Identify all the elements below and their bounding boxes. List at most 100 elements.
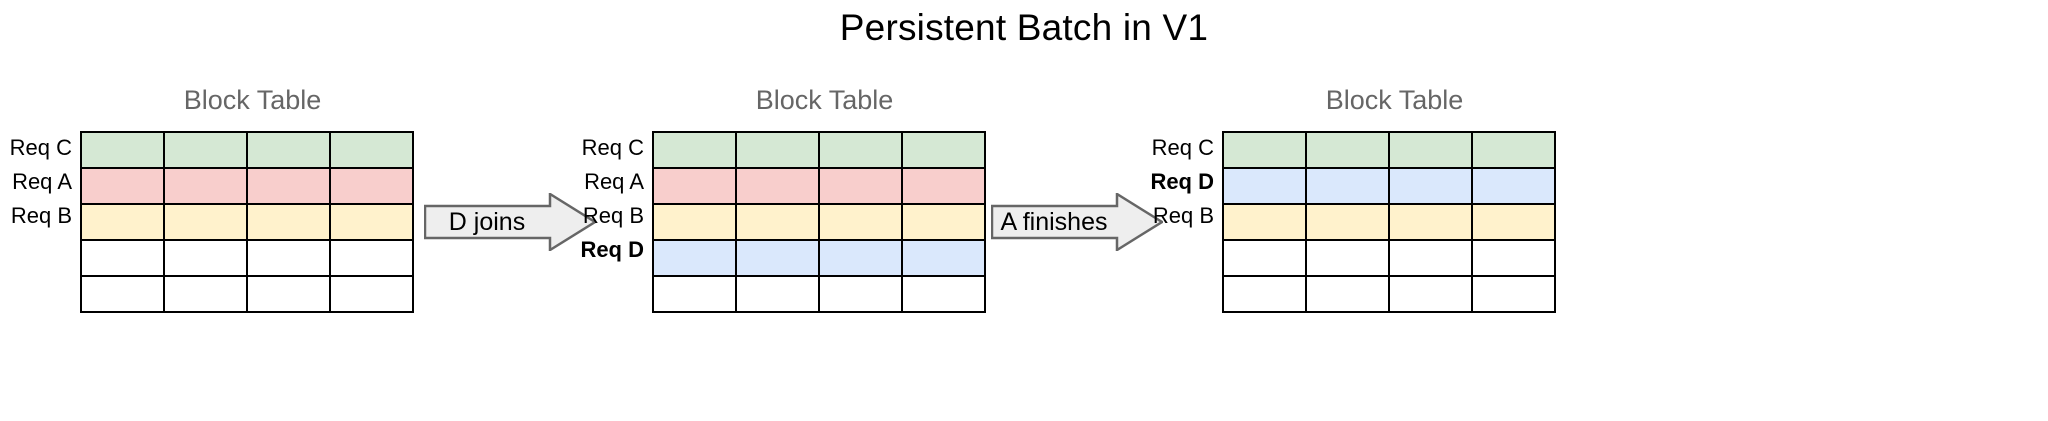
block-cell: [901, 131, 986, 169]
block-cell: [163, 239, 248, 277]
row-label-column: Req C Req A Req B Req D: [572, 131, 652, 301]
block-cell: [163, 167, 248, 205]
row-label: Req D: [1150, 169, 1214, 194]
block-cell: [163, 203, 248, 241]
row-label: Req B: [582, 203, 644, 228]
row-label: Req B: [1152, 203, 1214, 228]
block-cell: [246, 275, 331, 313]
block-cell: [735, 167, 820, 205]
row-label-column: Req C Req D Req B: [1142, 131, 1222, 301]
row-label: Req C: [1151, 135, 1214, 160]
block-cell: [1222, 239, 1307, 277]
block-cell: [80, 239, 165, 277]
block-cell: [735, 131, 820, 169]
block-cell: [1305, 167, 1390, 205]
table-row: [1222, 239, 1556, 277]
transition-arrow-2: A finishes: [991, 193, 1163, 251]
block-cell: [1305, 131, 1390, 169]
block-cell: [1388, 131, 1473, 169]
block-table-grid: [80, 131, 414, 313]
block-cell: [1305, 275, 1390, 313]
block-cell: [901, 203, 986, 241]
block-cell: [818, 239, 903, 277]
block-cell: [1222, 203, 1307, 241]
block-cell: [735, 203, 820, 241]
block-cell: [1471, 167, 1556, 205]
block-cell: [901, 239, 986, 277]
panel-heading: Block Table: [755, 85, 894, 115]
block-cell: [1388, 203, 1473, 241]
block-cell: [163, 275, 248, 313]
block-cell: [818, 203, 903, 241]
table-row: [80, 167, 414, 205]
table-row: [1222, 131, 1556, 169]
block-cell: [1222, 275, 1307, 313]
block-cell: [329, 239, 414, 277]
block-cell: [246, 239, 331, 277]
block-cell: [1222, 131, 1307, 169]
table-row: [652, 239, 986, 277]
block-cell: [652, 275, 737, 313]
row-label: Req A: [584, 169, 644, 194]
row-label: Req C: [581, 135, 644, 160]
block-cell: [1222, 167, 1307, 205]
block-cell: [652, 167, 737, 205]
block-cell: [735, 239, 820, 277]
block-cell: [1305, 239, 1390, 277]
table-row: [652, 167, 986, 205]
right-arrow-icon: [424, 193, 596, 251]
right-arrow-icon: [991, 193, 1163, 251]
block-cell: [901, 275, 986, 313]
block-cell: [80, 275, 165, 313]
block-cell: [818, 275, 903, 313]
table-row: [652, 131, 986, 169]
table-row: [80, 203, 414, 241]
block-cell: [329, 275, 414, 313]
panel-body: Req C Req A Req B: [0, 131, 414, 313]
panel-heading: Block Table: [1325, 85, 1464, 115]
table-row: [80, 131, 414, 169]
block-cell: [80, 167, 165, 205]
block-cell: [1471, 131, 1556, 169]
table-row: [652, 203, 986, 241]
block-table-grid: [1222, 131, 1556, 313]
block-cell: [1388, 275, 1473, 313]
row-label: Req B: [10, 203, 72, 228]
row-label: Req A: [12, 169, 72, 194]
block-cell: [1388, 167, 1473, 205]
block-cell: [329, 131, 414, 169]
block-cell: [818, 131, 903, 169]
block-cell: [1388, 239, 1473, 277]
block-cell: [80, 203, 165, 241]
block-cell: [163, 131, 248, 169]
block-cell: [1471, 203, 1556, 241]
block-cell: [80, 131, 165, 169]
block-cell: [818, 167, 903, 205]
block-cell: [329, 167, 414, 205]
table-row: [1222, 275, 1556, 313]
panel-heading: Block Table: [183, 85, 322, 115]
block-table-grid: [652, 131, 986, 313]
panel-body: Req C Req A Req B Req D: [572, 131, 986, 313]
page-title: Persistent Batch in V1: [839, 7, 1209, 48]
table-row: [80, 275, 414, 313]
block-cell: [1471, 275, 1556, 313]
block-cell: [329, 203, 414, 241]
table-row: [80, 239, 414, 277]
block-cell: [246, 203, 331, 241]
block-cell: [901, 167, 986, 205]
row-label: Req C: [9, 135, 72, 160]
block-cell: [246, 131, 331, 169]
panel-body: Req C Req D Req B: [1142, 131, 1556, 313]
transition-arrow-1: D joins: [424, 193, 596, 251]
block-cell: [1305, 203, 1390, 241]
block-cell: [246, 167, 331, 205]
table-row: [1222, 167, 1556, 205]
block-cell: [735, 275, 820, 313]
row-label: Req D: [580, 237, 644, 262]
row-label-column: Req C Req A Req B: [0, 131, 80, 301]
table-row: [1222, 203, 1556, 241]
block-cell: [652, 239, 737, 277]
block-cell: [652, 131, 737, 169]
